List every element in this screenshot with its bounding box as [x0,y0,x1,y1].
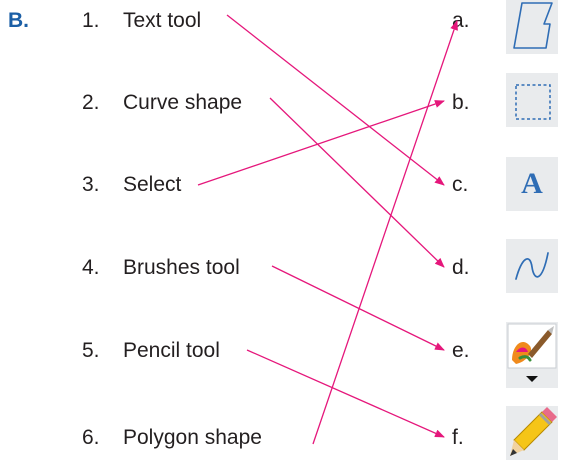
text-tool-icon: A [506,157,558,211]
select-rectangle-icon [506,73,558,127]
text-tool-glyph: A [521,167,543,200]
arrow-2-to-d [269,97,445,268]
arrow-1-to-c [226,14,445,186]
right-letter-d: d. [452,256,470,279]
curve-shape-icon [506,239,558,293]
arrow-6-to-a [312,20,458,445]
item-label-curve-shape: Curve shape [123,91,243,114]
arrow-5-to-f [246,349,445,438]
item-number: 5. [82,339,100,362]
item-label-text-tool: Text tool [123,9,202,32]
right-letter-f: f. [452,426,464,449]
left-item-4: 4. Brushes tool [82,256,240,280]
left-item-5: 5. Pencil tool [82,339,220,363]
left-item-3: 3. Select [82,173,181,197]
pencil-tool-icon [506,406,558,460]
left-item-2: 2. Curve shape [82,91,242,115]
item-label-pencil-tool: Pencil tool [123,339,220,362]
right-letter-e: e. [452,339,470,362]
left-item-1: 1. Text tool [82,9,201,33]
item-label-brushes-tool: Brushes tool [123,256,240,279]
arrow-3-to-b [197,100,445,186]
right-letter-b: b. [452,91,470,114]
section-label: B. [8,9,29,32]
arrow-4-to-e [271,265,445,351]
item-number: 4. [82,256,100,279]
left-item-6: 6. Polygon shape [82,426,262,450]
right-letter-c: c. [452,173,469,196]
brushes-tool-icon [506,322,558,388]
item-number: 3. [82,173,100,196]
item-label-select: Select [123,173,182,196]
item-number: 2. [82,91,100,114]
item-number: 6. [82,426,100,449]
item-label-polygon-shape: Polygon shape [123,426,262,449]
polygon-shape-icon [506,0,558,54]
item-number: 1. [82,9,100,32]
